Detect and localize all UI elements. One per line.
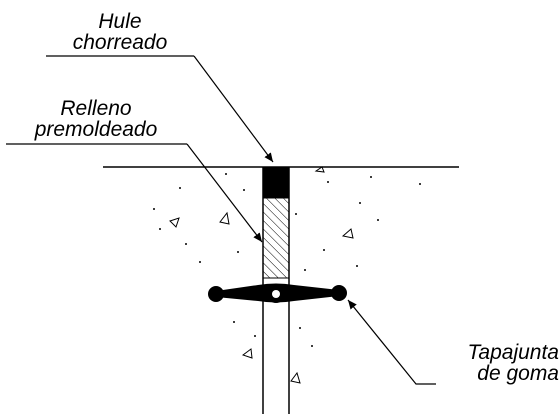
filler-label: Relleno premoldeado [6, 98, 186, 140]
filler-leader-line [186, 143, 263, 243]
sealant-label: Hule chorreado [47, 11, 193, 53]
sealant-leader-line [193, 55, 274, 163]
sealant-label-line-1: Hule [98, 10, 142, 33]
waterstop-leader-line [347, 299, 436, 385]
premolded-filler [262, 197, 290, 279]
concrete-speckles [153, 173, 421, 347]
rubber-sealant-block [263, 167, 289, 198]
filler-label-line-1: Relleno [60, 97, 132, 120]
filler-label-line-2: premoldeado [34, 118, 158, 141]
waterstop-label: Tapajunta de goma [420, 342, 559, 384]
waterstop-label-line-1: Tapajunta [467, 341, 559, 364]
waterstop-label-line-2: de goma [477, 362, 559, 385]
sealant-label-line-2: chorreado [72, 31, 168, 54]
concrete-aggregate [169, 166, 354, 384]
rubber-waterstop [208, 283, 347, 303]
